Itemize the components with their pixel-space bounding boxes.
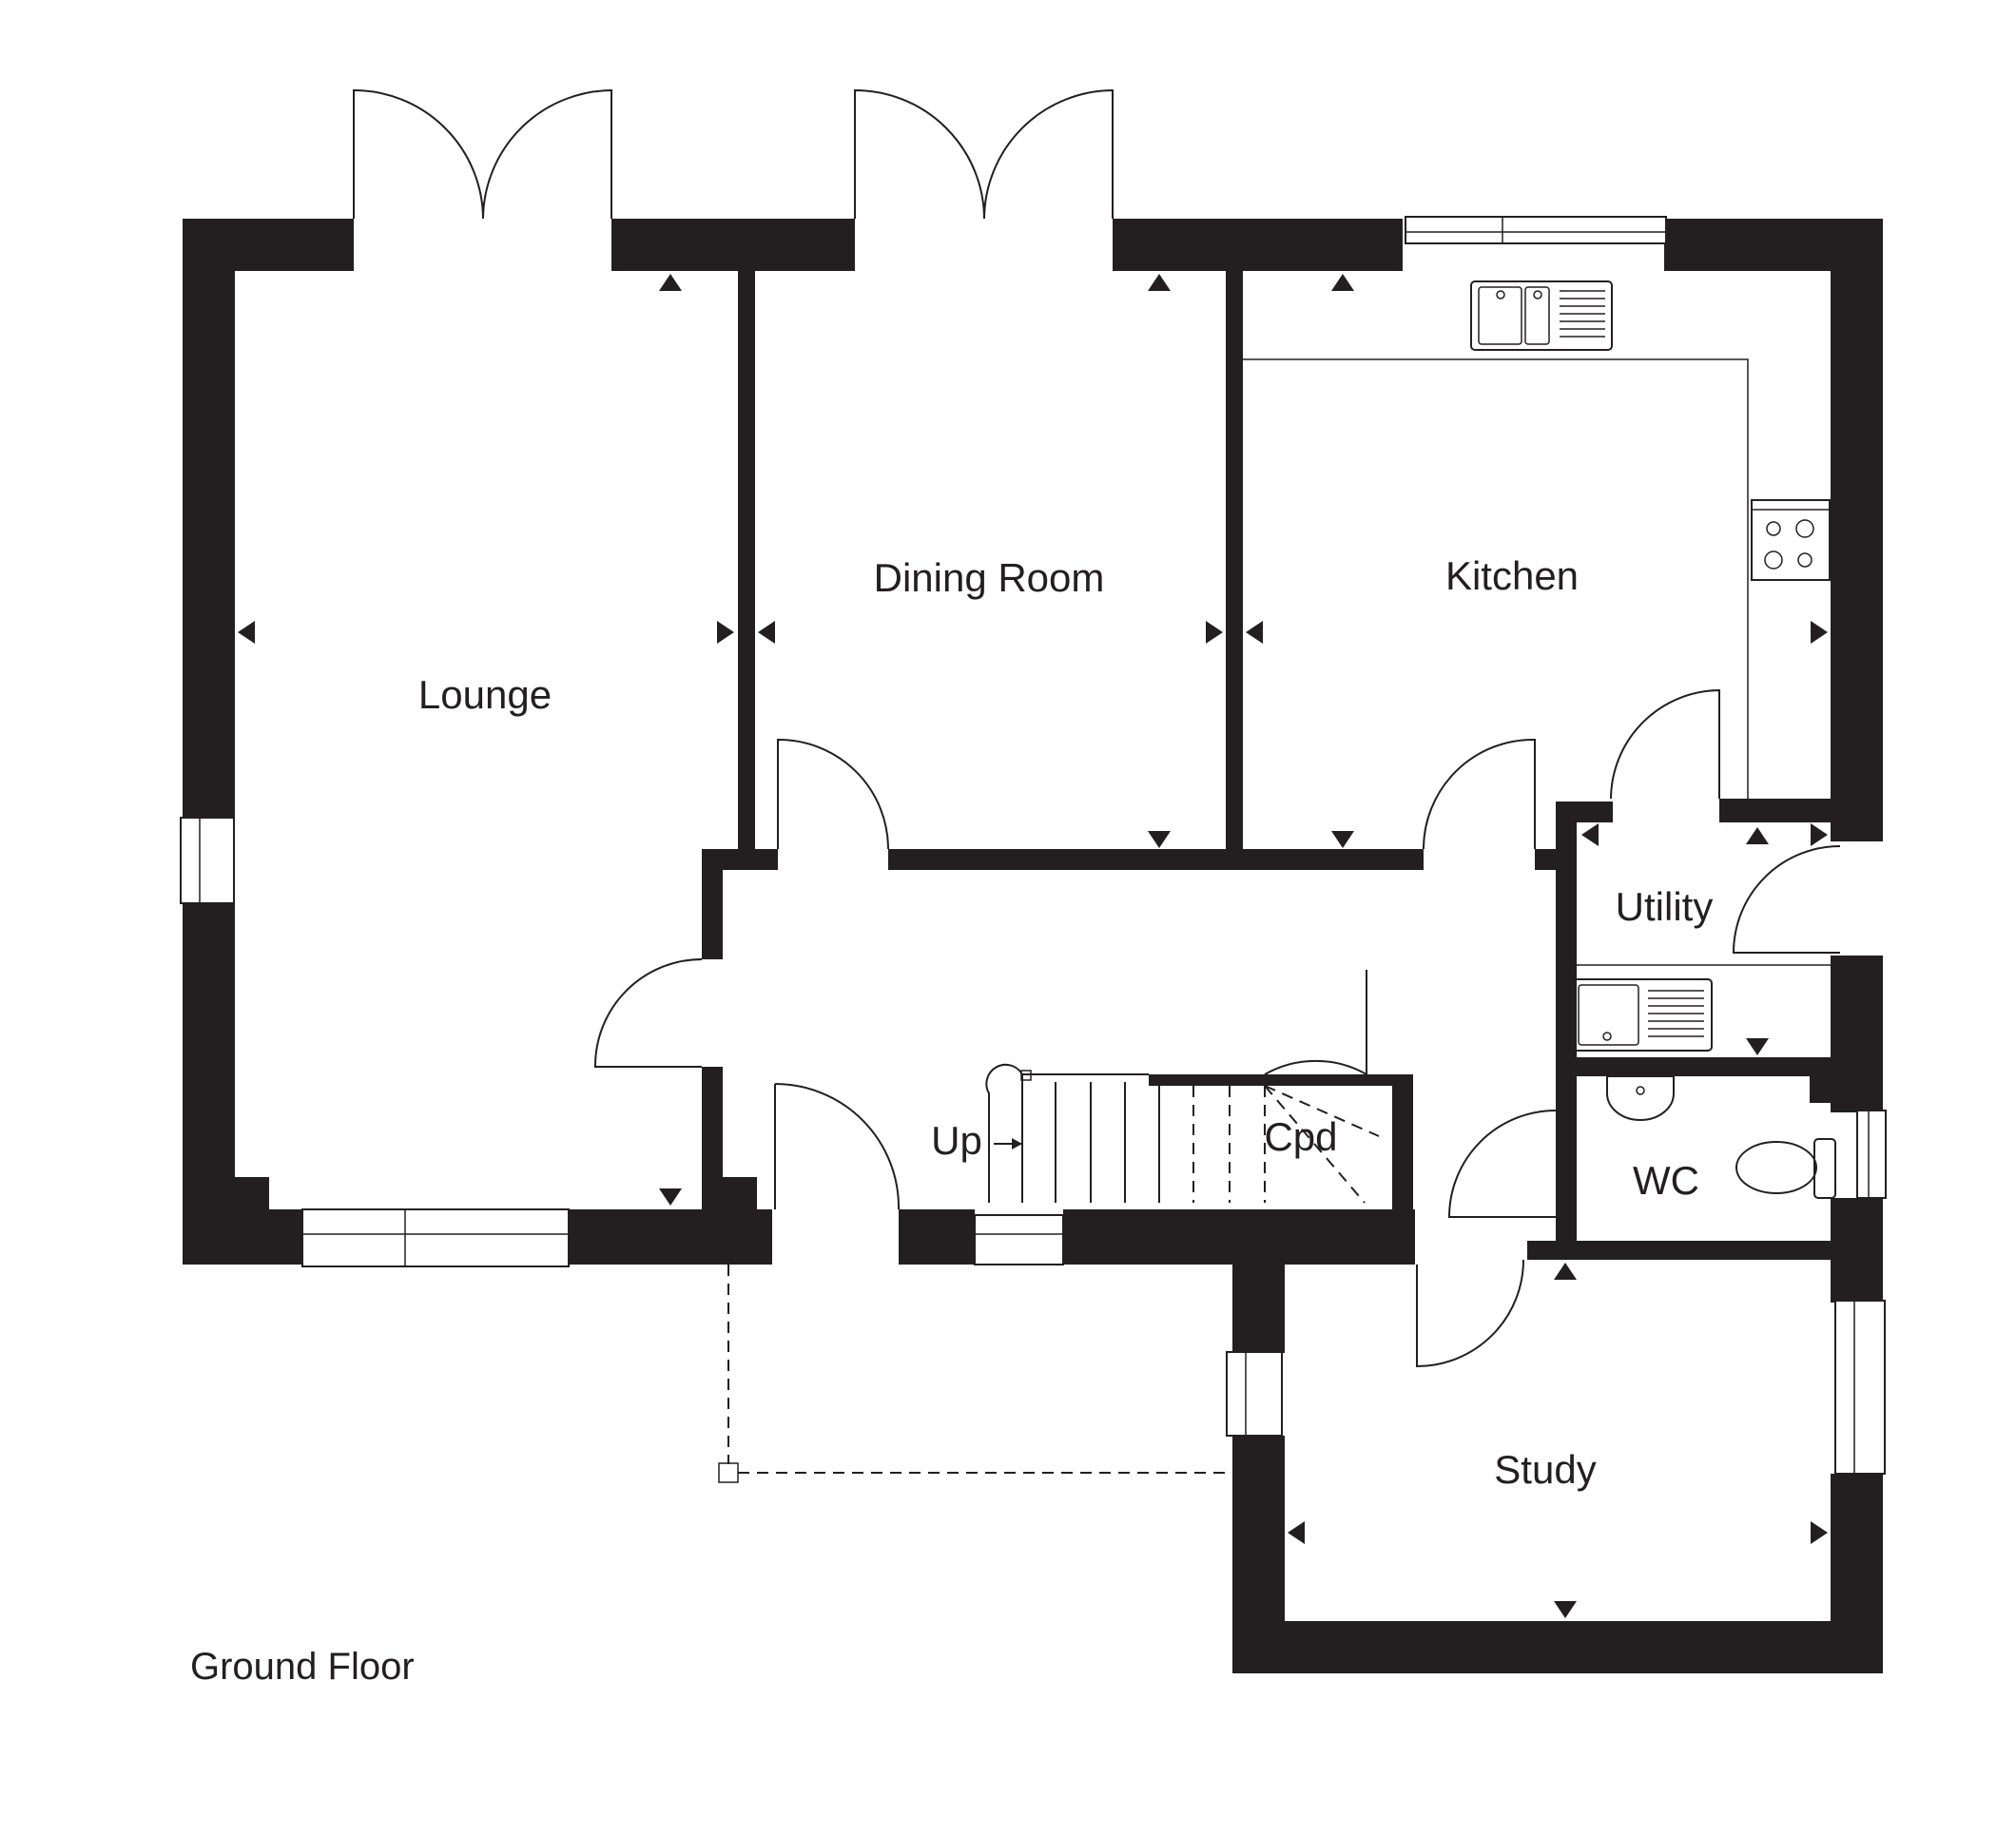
porch-canopy <box>718 1265 1232 1483</box>
kitchen-fittings <box>1243 280 1831 799</box>
room-label-wc: WC <box>1633 1158 1699 1203</box>
walls <box>183 219 1883 1673</box>
room-label-study: Study <box>1494 1447 1596 1492</box>
room-label-kitchen: Kitchen <box>1445 553 1579 598</box>
floor-title: Ground Floor <box>190 1646 415 1688</box>
stairs-label: Up <box>931 1118 982 1163</box>
dimension-markers <box>238 274 1828 1618</box>
doors <box>353 88 1841 1368</box>
room-label-utility: Utility <box>1616 884 1714 929</box>
room-labels: Lounge Dining Room Kitchen Utility WC St… <box>418 553 1713 1492</box>
room-label-lounge: Lounge <box>418 672 552 717</box>
windows <box>180 216 1887 1475</box>
room-label-dining: Dining Room <box>874 555 1105 600</box>
cupboard-label: Cpd <box>1264 1114 1337 1159</box>
stairs <box>985 1063 1380 1204</box>
wc-fittings <box>1606 1075 1836 1199</box>
utility-fittings <box>1570 964 1831 1052</box>
